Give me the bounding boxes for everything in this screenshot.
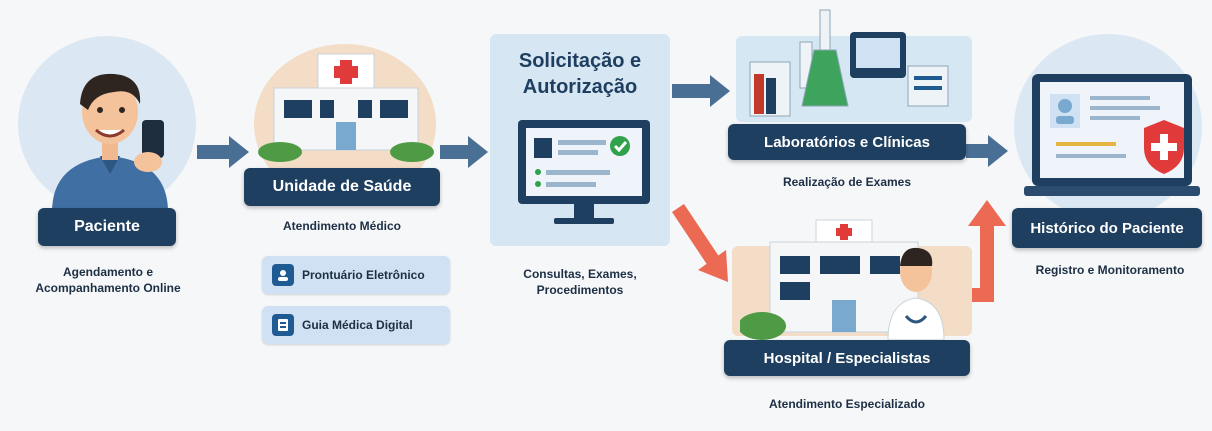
computer-monitor-illustration — [518, 120, 650, 224]
paciente-caption: Agendamento e Acompanhamento Online — [35, 265, 181, 295]
laboratorios-title: Laboratórios e Clínicas — [728, 124, 966, 160]
document-icon — [272, 314, 294, 336]
chip-prontuario-label: Prontuário Eletrônico — [302, 268, 425, 282]
hospital-title: Hospital / Especialistas — [724, 340, 970, 376]
paciente-title: Paciente — [38, 208, 176, 246]
chip-guia[interactable]: Guia Médica Digital — [262, 306, 450, 344]
hospital-caption: Atendimento Especializado — [768, 397, 926, 411]
historico-caption: Registro e Monitoramento — [1035, 263, 1185, 277]
historico-title: Histórico do Paciente — [1012, 208, 1202, 248]
lab-equipment-illustration — [749, 9, 949, 117]
arrow-laboratorios-historico — [966, 135, 1008, 167]
laptop-record-illustration — [1024, 74, 1200, 196]
unidade-title: Unidade de Saúde — [244, 168, 440, 206]
solicitacao-title: Solicitação e Autorização — [518, 50, 642, 98]
chip-guia-label: Guia Médica Digital — [302, 318, 413, 332]
id-card-icon — [272, 264, 294, 286]
health-unit-building-illustration — [258, 53, 434, 162]
arrow-solicitacao-laboratorios — [672, 75, 730, 107]
unidade-caption: Atendimento Médico — [282, 219, 401, 233]
patient-with-phone-illustration — [52, 73, 168, 212]
chip-prontuario[interactable]: Prontuário Eletrônico — [262, 256, 450, 294]
laboratorios-caption: Realização de Exames — [782, 175, 912, 189]
arrow-paciente-unidade — [197, 136, 249, 168]
arrow-solicitacao-hospital — [672, 204, 728, 282]
hospital-doctor-illustration — [740, 219, 945, 340]
arrow-unidade-solicitacao — [440, 136, 488, 168]
solicitacao-caption: Consultas, Exames, Procedimentos — [523, 267, 637, 297]
